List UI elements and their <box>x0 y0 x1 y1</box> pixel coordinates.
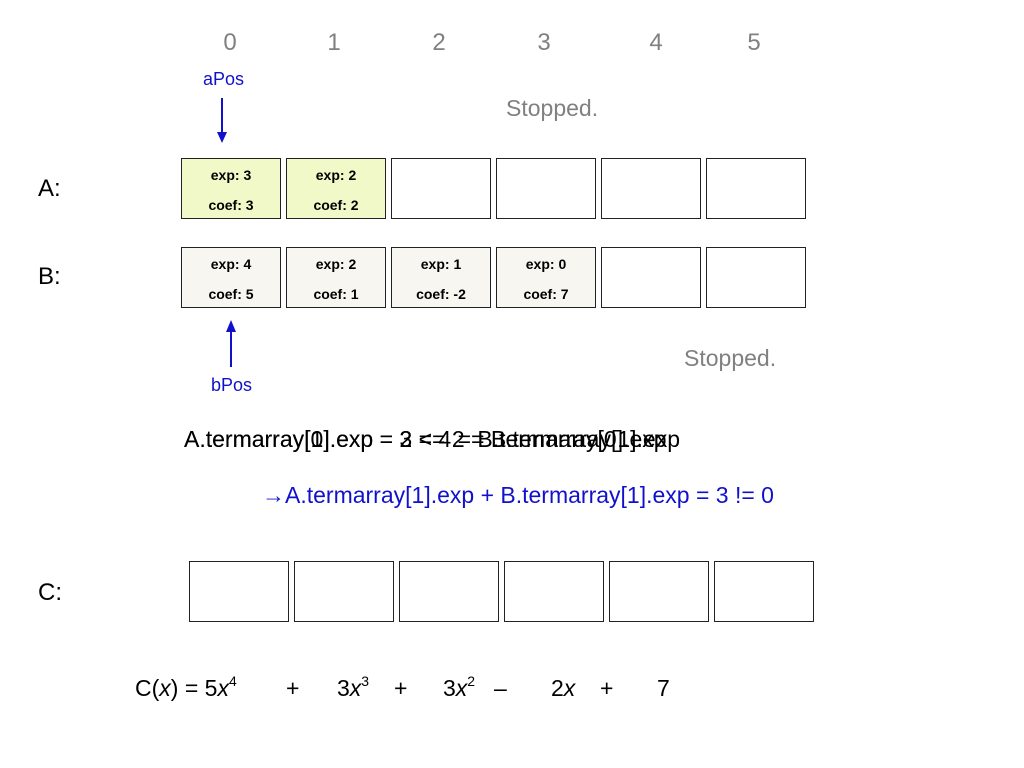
cell-coef: coef: -2 <box>416 286 466 302</box>
apos-arrow-icon <box>217 98 227 143</box>
polynomial-term-4: 2x <box>551 675 576 701</box>
array-c-cell-4 <box>609 561 709 622</box>
cell-coef: coef: 7 <box>523 286 569 302</box>
cell-coef: coef: 2 <box>313 197 359 213</box>
comparison-result: →A.termarray[1].exp + B.termarray[1].exp… <box>262 482 774 508</box>
comparison-line-prev: A.termarray[0].exp = 3 < 4 = B.termarray… <box>184 426 667 452</box>
bpos-label: bPos <box>211 375 253 395</box>
cell-coef: coef: 1 <box>313 286 359 302</box>
array-c-cell-1 <box>294 561 394 622</box>
array-a-cell-1: exp: 2 coef: 2 <box>286 158 386 219</box>
cell-coef: coef: 5 <box>208 286 254 302</box>
polynomial-head: C(x) = 5x4 <box>135 673 237 701</box>
array-a-cell-0: exp: 3 coef: 3 <box>181 158 281 219</box>
polynomial-op-2: + <box>394 675 408 701</box>
index-1: 1 <box>327 29 341 56</box>
array-b-cell-4 <box>601 247 701 308</box>
array-b-cell-3: exp: 0 coef: 7 <box>496 247 596 308</box>
index-5: 5 <box>747 29 761 56</box>
status-a: Stopped. <box>506 95 599 121</box>
polynomial-term-3: 3x2 <box>443 673 476 701</box>
array-b-cell-0: exp: 4 coef: 5 <box>181 247 281 308</box>
polynomial-term-5: 7 <box>657 675 670 701</box>
cell-exp: exp: 1 <box>420 256 462 272</box>
array-c-cell-0 <box>189 561 289 622</box>
array-c-cell-3 <box>504 561 604 622</box>
array-b-cell-2: exp: 1 coef: -2 <box>391 247 491 308</box>
array-a-cell-2 <box>391 158 491 219</box>
array-a-cell-3 <box>496 158 596 219</box>
cell-exp: exp: 3 <box>210 167 252 183</box>
comparison-line-current: A.termarray[1].exp = 2 == 2 = B.termarra… <box>184 426 681 452</box>
array-c-cell-5 <box>714 561 814 622</box>
cell-exp: exp: 2 <box>315 167 357 183</box>
array-a-cell-5 <box>706 158 806 219</box>
cell-coef: coef: 3 <box>208 197 254 213</box>
apos-label: aPos <box>203 69 245 89</box>
index-3: 3 <box>537 29 551 56</box>
bpos-arrow-icon <box>226 320 236 367</box>
polynomial-term-2: 3x3 <box>337 673 370 701</box>
index-4: 4 <box>649 29 663 56</box>
cell-exp: exp: 2 <box>315 256 357 272</box>
row-label-a: A: <box>38 175 61 202</box>
cell-exp: exp: 0 <box>525 256 567 272</box>
index-0: 0 <box>223 29 237 56</box>
polynomial-op-1: + <box>286 675 300 701</box>
array-c-cell-2 <box>399 561 499 622</box>
array-a-cell-4 <box>601 158 701 219</box>
index-2: 2 <box>432 29 446 56</box>
array-b-cell-1: exp: 2 coef: 1 <box>286 247 386 308</box>
row-label-b: B: <box>38 263 61 290</box>
row-label-c: C: <box>38 579 62 606</box>
array-b-cell-5 <box>706 247 806 308</box>
polynomial-op-3: – <box>494 675 507 701</box>
cell-exp: exp: 4 <box>210 256 252 272</box>
status-b: Stopped. <box>684 345 777 371</box>
polynomial-op-4: + <box>600 675 614 701</box>
